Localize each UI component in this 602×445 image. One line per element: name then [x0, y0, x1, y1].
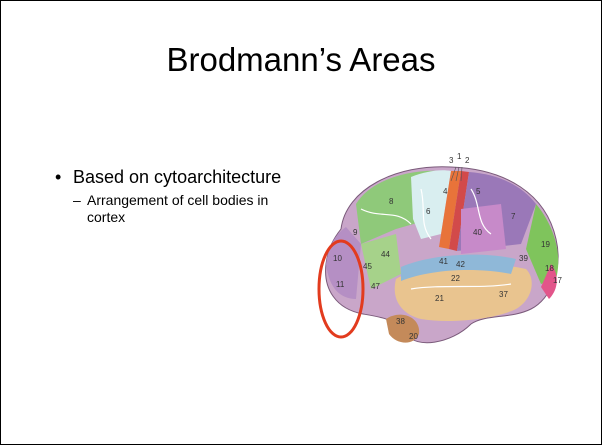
area-label-7: 7: [511, 212, 516, 221]
area-label-19: 19: [541, 240, 550, 249]
bullet-list: • Based on cytoarchitecture – Arrangemen…: [55, 166, 295, 226]
area-label-5: 5: [476, 187, 481, 196]
area-label-11: 11: [336, 280, 345, 289]
area-label-3: 3: [449, 156, 454, 165]
area-label-39: 39: [519, 254, 528, 263]
area-label-22: 22: [451, 274, 460, 283]
sub-bullet-dash-icon: –: [73, 192, 81, 209]
area-label-37: 37: [499, 290, 508, 299]
area-label-44: 44: [381, 250, 390, 259]
area-label-10: 10: [333, 254, 342, 263]
area-label-18: 18: [545, 264, 554, 273]
area-label-17: 17: [553, 276, 562, 285]
area-label-21: 21: [435, 294, 444, 303]
area-label-40: 40: [473, 228, 482, 237]
area-label-38: 38: [396, 317, 405, 326]
brodmann-brain-illustration: 3 1 2 4 5 6 8 9 10 11 44 45 40 7 39 19 1…: [301, 149, 571, 359]
area-label-42: 42: [456, 260, 465, 269]
area-label-6: 6: [426, 207, 431, 216]
sub-bullet-item: – Arrangement of cell bodies in cortex: [55, 192, 295, 226]
area-label-45: 45: [363, 262, 372, 271]
slide-title: Brodmann’s Areas: [1, 41, 601, 79]
bullet-dot-icon: •: [55, 166, 61, 188]
bullet-text: Based on cytoarchitecture: [73, 167, 281, 187]
area-label-41: 41: [439, 257, 448, 266]
area-label-20: 20: [409, 332, 418, 341]
bullet-item: • Based on cytoarchitecture: [55, 166, 295, 188]
area-label-1: 1: [457, 152, 462, 161]
area-label-9: 9: [353, 228, 358, 237]
sub-bullet-text: Arrangement of cell bodies in cortex: [87, 192, 268, 225]
area-label-2: 2: [465, 156, 470, 165]
area-label-8: 8: [389, 197, 394, 206]
area-label-4: 4: [443, 187, 448, 196]
brain-figure: 3 1 2 4 5 6 8 9 10 11 44 45 40 7 39 19 1…: [301, 149, 571, 359]
area-label-47: 47: [371, 282, 380, 291]
